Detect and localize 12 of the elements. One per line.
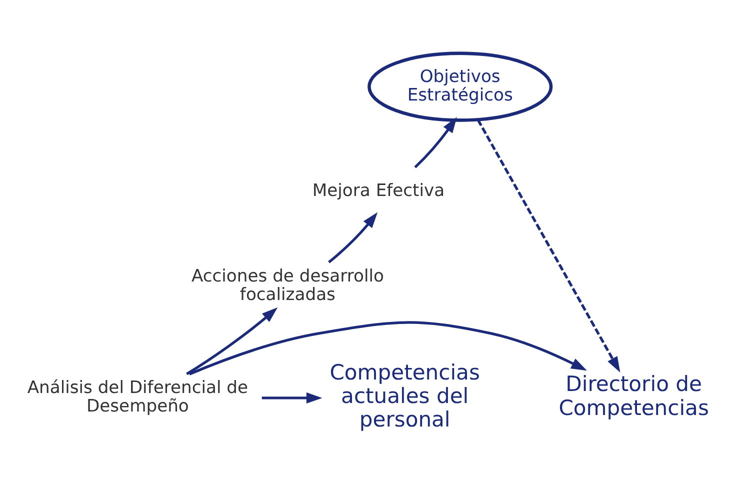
arrow: [186, 306, 278, 375]
node-text: Directorio de Competencias: [558, 370, 709, 420]
arrow: [188, 320, 587, 375]
arrow: [476, 118, 620, 372]
node-text: Análisis del Diferencial de Desempeño: [27, 378, 248, 416]
node-text: Competencias actuales del personal: [330, 358, 480, 432]
node-text: Acciones de desarrollo focalizadas: [191, 266, 384, 304]
node-ellipse: Objetivos Estratégicos: [368, 51, 553, 122]
node-text: Mejora Efectiva: [312, 180, 445, 200]
arrow: [414, 116, 457, 168]
arrow: [262, 392, 322, 403]
arrow: [328, 212, 378, 263]
